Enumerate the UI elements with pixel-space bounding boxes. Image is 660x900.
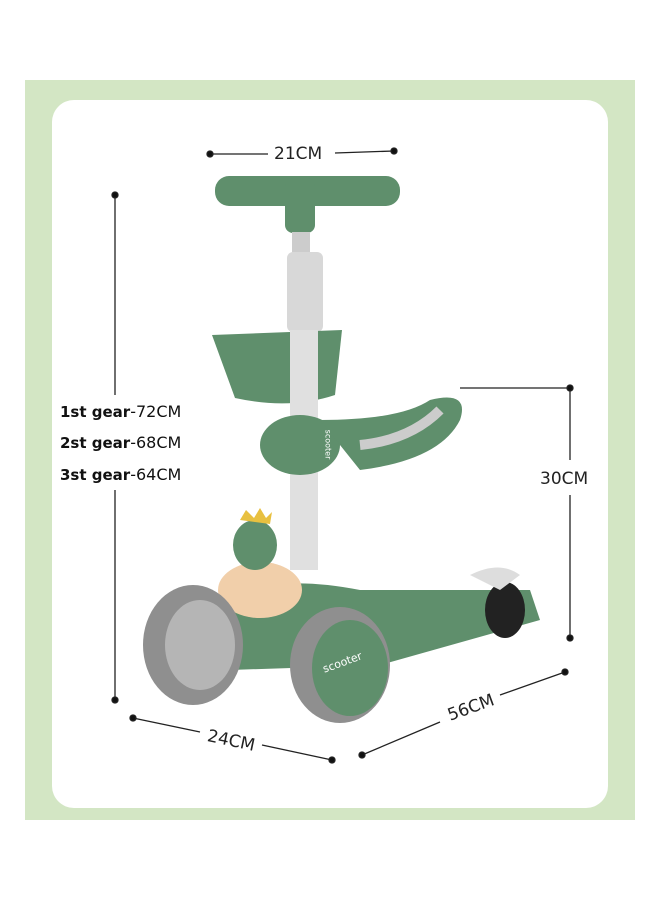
seat-brand-text: scooter: [323, 429, 333, 460]
dino-figure: [233, 520, 277, 570]
gear-name: 1st gear: [60, 403, 131, 421]
gear-name: 2st gear: [60, 434, 131, 452]
gear-value: -68CM: [130, 433, 182, 452]
gear-1-label: 1st gear-72CM: [60, 402, 181, 421]
gear-2-label: 2st gear-68CM: [60, 433, 181, 452]
left-front-wheel: [143, 585, 243, 705]
handlebar-width-label: 21CM: [274, 144, 323, 164]
right-front-wheel: [290, 607, 390, 723]
basket: [212, 330, 342, 404]
gear-name: 3st gear: [60, 466, 131, 484]
seat-height-label: 30CM: [540, 469, 589, 489]
gear-value: -64CM: [130, 465, 182, 484]
gear-value: -72CM: [130, 402, 182, 421]
gear-3-label: 3st gear-64CM: [60, 465, 181, 484]
